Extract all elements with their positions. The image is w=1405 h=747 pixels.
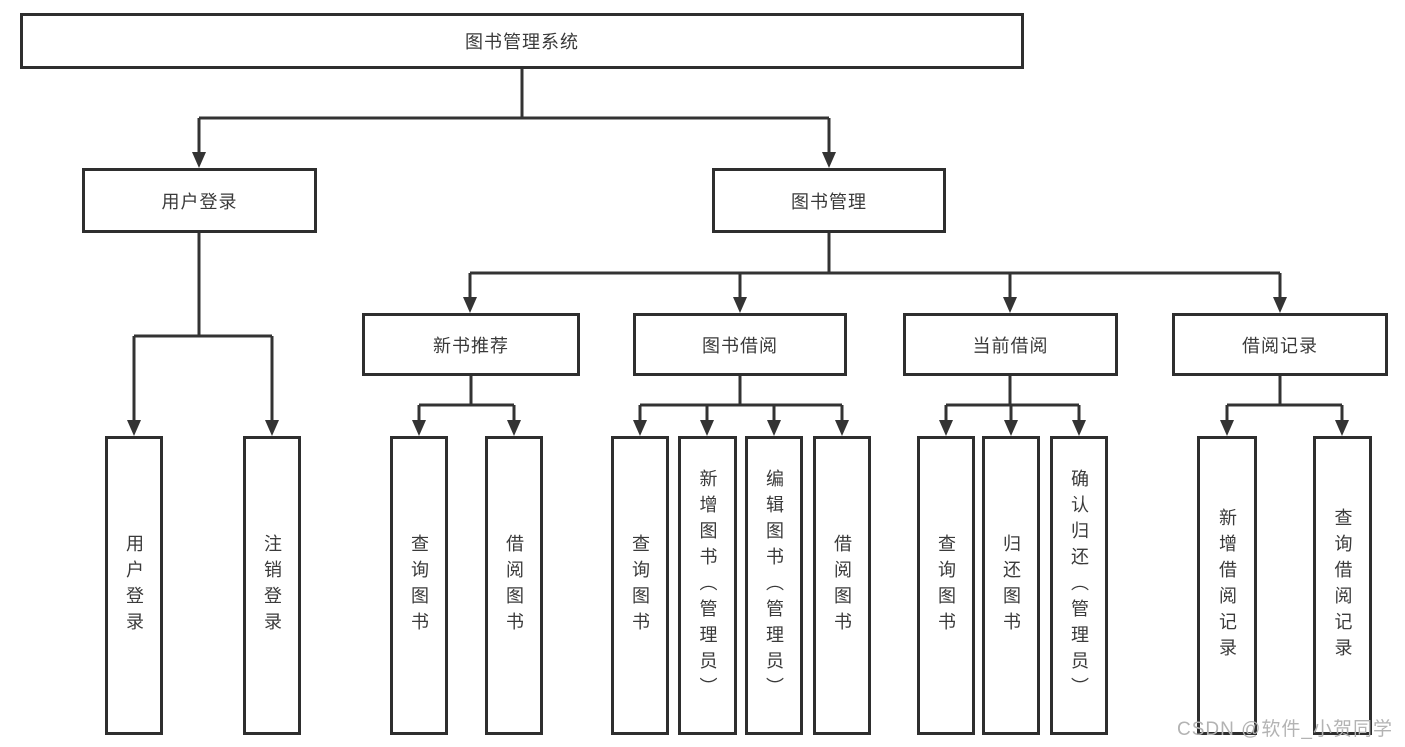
node-borrow-record-label: 借阅记录 <box>1242 335 1318 356</box>
leaf-newbook-borrow: 借阅图书 <box>485 436 543 735</box>
arrow-down-icon <box>1072 420 1086 436</box>
arrow-down-icon <box>939 420 953 436</box>
arrow-down-icon <box>265 420 279 436</box>
leaf-query-borrow-record-label: 查询借阅记录 <box>1332 507 1353 664</box>
leaf-newbook-query-label: 查询图书 <box>409 533 429 638</box>
node-root: 图书管理系统 <box>20 13 1024 69</box>
node-user-login-label: 用户登录 <box>161 191 238 212</box>
arrow-down-icon <box>767 420 781 436</box>
leaf-logout-label: 注销登录 <box>262 533 282 638</box>
node-user-login: 用户登录 <box>82 168 317 233</box>
arrow-down-icon <box>1004 420 1018 436</box>
arrow-down-icon <box>507 420 521 436</box>
arrow-down-icon <box>463 297 477 313</box>
leaf-edit-book-admin: 编辑图书（管理员） <box>745 436 803 735</box>
leaf-add-borrow-record-label: 新增借阅记录 <box>1217 507 1237 664</box>
node-book-management: 图书管理 <box>712 168 946 233</box>
leaf-add-borrow-record: 新增借阅记录 <box>1197 436 1257 735</box>
node-current-borrow: 当前借阅 <box>903 313 1118 376</box>
arrow-down-icon <box>700 420 714 436</box>
arrow-down-icon <box>633 420 647 436</box>
node-book-borrow: 图书借阅 <box>633 313 847 376</box>
leaf-borrow-book: 借阅图书 <box>813 436 871 735</box>
watermark: CSDN @软件_小贺同学 <box>1177 714 1393 741</box>
node-book-borrow-label: 图书借阅 <box>702 335 778 356</box>
arrow-down-icon <box>822 152 836 168</box>
arrow-down-icon <box>1003 297 1017 313</box>
leaf-newbook-query: 查询图书 <box>390 436 448 735</box>
connector-root <box>192 68 836 168</box>
arrow-down-icon <box>127 420 141 436</box>
arrow-down-icon <box>1220 420 1234 436</box>
arrow-down-icon <box>835 420 849 436</box>
connector-book-borrow <box>633 376 849 436</box>
node-new-book-recommend: 新书推荐 <box>362 313 580 376</box>
leaf-borrow-book-label: 借阅图书 <box>832 533 852 638</box>
node-borrow-record: 借阅记录 <box>1172 313 1388 376</box>
leaf-add-book-admin: 新增图书（管理员） <box>678 436 737 735</box>
node-root-label: 图书管理系统 <box>465 32 579 52</box>
node-book-management-label: 图书管理 <box>791 191 867 212</box>
node-new-book-recommend-label: 新书推荐 <box>433 335 509 356</box>
leaf-confirm-return-admin-label: 确认归还（管理员） <box>1069 468 1089 703</box>
connector-user-login <box>127 233 279 436</box>
leaf-return-book-label: 归还图书 <box>1001 533 1021 638</box>
leaf-current-query-book: 查询图书 <box>917 436 975 735</box>
arrow-down-icon <box>1273 297 1287 313</box>
arrow-down-icon <box>733 297 747 313</box>
leaf-current-query-book-label: 查询图书 <box>936 533 956 638</box>
node-current-borrow-label: 当前借阅 <box>972 335 1049 356</box>
leaf-newbook-borrow-label: 借阅图书 <box>504 533 524 638</box>
leaf-logout: 注销登录 <box>243 436 301 735</box>
leaf-add-book-admin-label: 新增图书（管理员） <box>697 468 718 703</box>
leaf-borrow-query-book: 查询图书 <box>611 436 669 735</box>
connector-current-borrow <box>939 376 1086 436</box>
arrow-down-icon <box>1335 420 1349 436</box>
leaf-borrow-query-book-label: 查询图书 <box>630 533 650 638</box>
watermark-text: CSDN @软件_小贺同学 <box>1177 719 1393 740</box>
arrow-down-icon <box>192 152 206 168</box>
connector-book-management <box>463 233 1287 313</box>
connector-borrow-record <box>1220 376 1349 436</box>
leaf-user-login-label: 用户登录 <box>124 533 144 638</box>
arrow-down-icon <box>412 420 426 436</box>
leaf-confirm-return-admin: 确认归还（管理员） <box>1050 436 1108 735</box>
leaf-edit-book-admin-label: 编辑图书（管理员） <box>764 468 784 703</box>
connector-new-book <box>412 376 521 436</box>
leaf-query-borrow-record: 查询借阅记录 <box>1313 436 1372 735</box>
leaf-user-login: 用户登录 <box>105 436 163 735</box>
leaf-return-book: 归还图书 <box>982 436 1040 735</box>
